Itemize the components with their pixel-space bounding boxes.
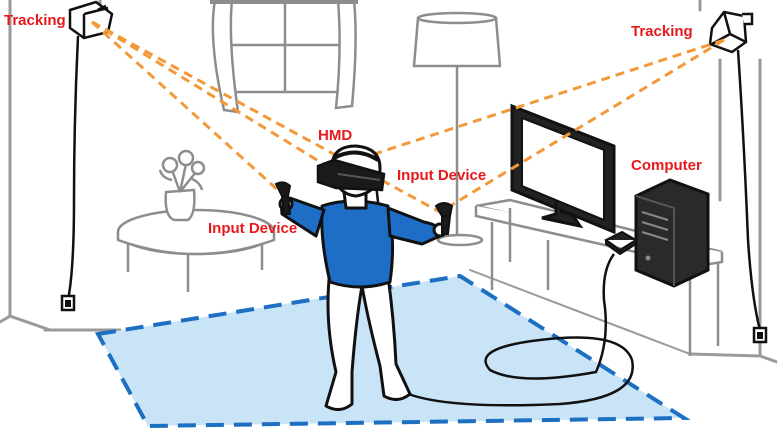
floor-lamp — [412, 11, 502, 247]
window — [210, 0, 358, 114]
tracking-label-left: Tracking — [4, 12, 66, 29]
room-walls — [0, 0, 777, 364]
tracking-label-right: Tracking — [631, 23, 693, 40]
input-device-label-left: Input Device — [208, 220, 297, 237]
motion-controller-icon-right — [434, 202, 454, 235]
vr-user — [278, 144, 448, 411]
side-table — [116, 149, 276, 292]
vr-headset-icon — [316, 150, 386, 192]
motion-controller-icon-left — [274, 181, 292, 215]
base-station-icon-left — [60, 0, 114, 312]
hmd-label: HMD — [318, 127, 352, 144]
computer-label: Computer — [631, 157, 702, 174]
input-device-label-right: Input Device — [397, 167, 486, 184]
monitor-icon — [510, 103, 616, 235]
desktop-tower-icon — [634, 178, 710, 288]
